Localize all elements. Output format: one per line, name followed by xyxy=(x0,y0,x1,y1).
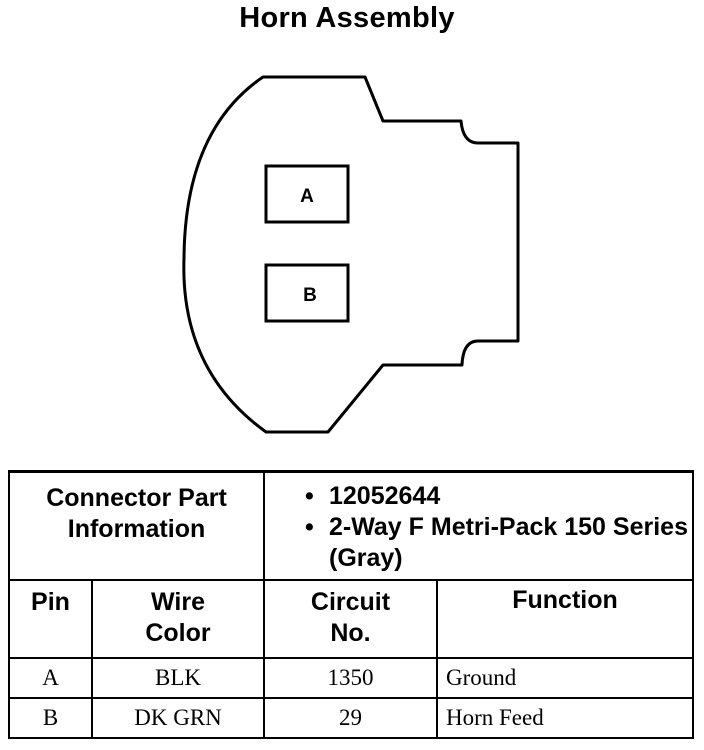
page-title: Horn Assembly xyxy=(239,2,455,34)
table-row: A BLK 1350 Ground xyxy=(8,657,694,699)
pin-b-box xyxy=(264,263,350,323)
part-number: 12052644 xyxy=(305,481,692,512)
col-header-function-text: Function xyxy=(512,586,618,614)
part-info-label-line2: Information xyxy=(67,515,206,543)
row-b-pin: B xyxy=(8,697,93,739)
part-info-value-cell: 12052644 2-Way F Metri-Pack 150 Series (… xyxy=(263,470,694,581)
col-header-circuit-line2: No. xyxy=(330,619,371,647)
row-a-circuit: 1350 xyxy=(263,657,438,699)
part-info-list: 12052644 2-Way F Metri-Pack 150 Series (… xyxy=(265,473,692,574)
row-b-circuit: 29 xyxy=(263,697,438,739)
col-header-function: Function xyxy=(436,579,694,659)
col-header-wire-line2: Color xyxy=(145,619,211,647)
col-header-circuit: Circuit No. xyxy=(263,579,438,659)
col-header-pin-text: Pin xyxy=(31,588,70,616)
part-description: 2-Way F Metri-Pack 150 Series (Gray) xyxy=(305,512,692,574)
connector-outline xyxy=(182,75,520,434)
row-a-pin: A xyxy=(8,657,93,699)
col-header-wire-color: Wire Color xyxy=(91,579,265,659)
row-a-wire-color: BLK xyxy=(91,657,265,699)
col-header-circuit-line1: Circuit xyxy=(310,588,391,616)
pin-a-label: A xyxy=(300,186,314,207)
row-a-function: Ground xyxy=(436,657,694,699)
part-info-label-line1: Connector Part xyxy=(46,484,227,512)
row-b-wire-color: DK GRN xyxy=(91,697,265,739)
pin-a-box xyxy=(264,164,350,224)
table-row: B DK GRN 29 Horn Feed xyxy=(8,697,694,739)
connector-diagram: A B xyxy=(182,75,520,434)
connector-info-table: Connector Part Information 12052644 2-Wa… xyxy=(8,470,694,739)
pin-b-label: B xyxy=(303,285,317,306)
row-b-function: Horn Feed xyxy=(436,697,694,739)
part-info-label-cell: Connector Part Information xyxy=(8,470,265,581)
col-header-pin: Pin xyxy=(8,579,93,659)
col-header-wire-line1: Wire xyxy=(151,588,205,616)
